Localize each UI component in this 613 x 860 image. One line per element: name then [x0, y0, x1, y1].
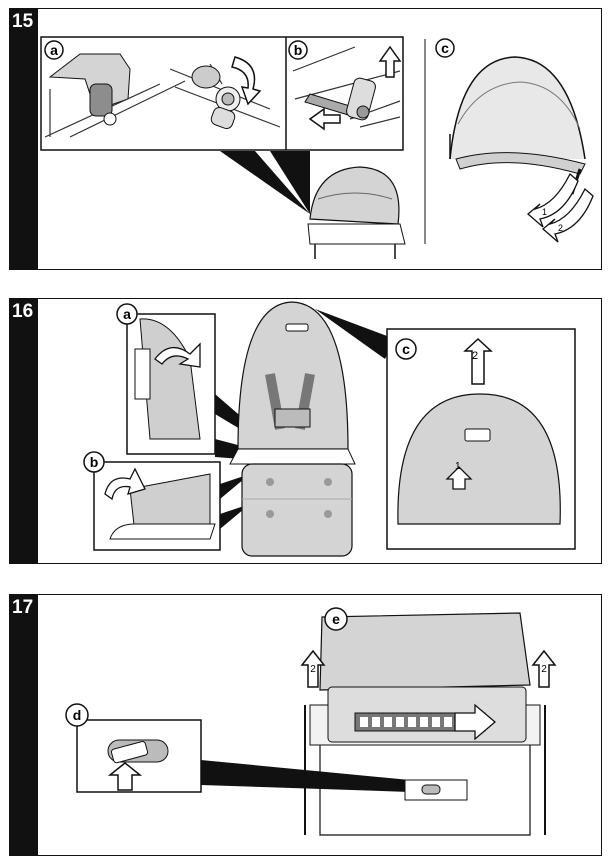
- step-17d-detail: [107, 739, 169, 791]
- step-17-illustration: d 2 2 e: [65, 607, 557, 836]
- step-16-number: 16: [12, 301, 34, 322]
- callout-15a: a: [50, 42, 58, 58]
- step-15c-canopy-detail: 1 2: [449, 56, 594, 243]
- step-17e-seat-view: 2 2: [300, 612, 557, 836]
- callout-17d: d: [73, 707, 82, 723]
- step-15-bar: 15: [10, 9, 38, 269]
- step-17e-arrow-left-label: 2: [310, 664, 316, 675]
- step-17-number: 17: [12, 597, 34, 618]
- step-17-bar: 17: [10, 595, 38, 855]
- step-15c-arrow-2-label: 2: [558, 223, 563, 233]
- callout-16a: a: [123, 306, 131, 322]
- step-15-stroller-canopy: [307, 166, 406, 259]
- step-15c-arrow-1-label: 1: [542, 207, 547, 217]
- step-15-illustration: a b c 1 2: [40, 36, 594, 259]
- step-15-panel: 15: [9, 8, 602, 270]
- step-16b-detail: [104, 467, 216, 540]
- callout-16b: b: [90, 454, 99, 470]
- callout-17e: e: [332, 611, 340, 627]
- step-16c-arrow-1-label: 1: [455, 461, 461, 472]
- callout-15c: c: [441, 40, 449, 56]
- step-16c-detail: 2 1: [397, 337, 561, 525]
- step-16a-detail: [134, 318, 201, 440]
- step-17e-arrow-right-label: 2: [541, 664, 547, 675]
- step-16-seat: [229, 301, 356, 557]
- step-16c-arrow-2-label: 2: [472, 350, 478, 362]
- step-15a-hinge-detail: [44, 53, 281, 138]
- callout-15b: b: [294, 42, 303, 58]
- step-15-number: 15: [12, 11, 34, 32]
- step-15b-release-detail: [292, 45, 402, 131]
- callout-16c: c: [402, 341, 410, 357]
- step-17-panel: 17 d: [9, 594, 602, 856]
- step-16-illustration: a b 2 1 c: [83, 301, 576, 557]
- step-16-panel: 16 a: [9, 298, 602, 564]
- step-16-bar: 16: [10, 299, 38, 563]
